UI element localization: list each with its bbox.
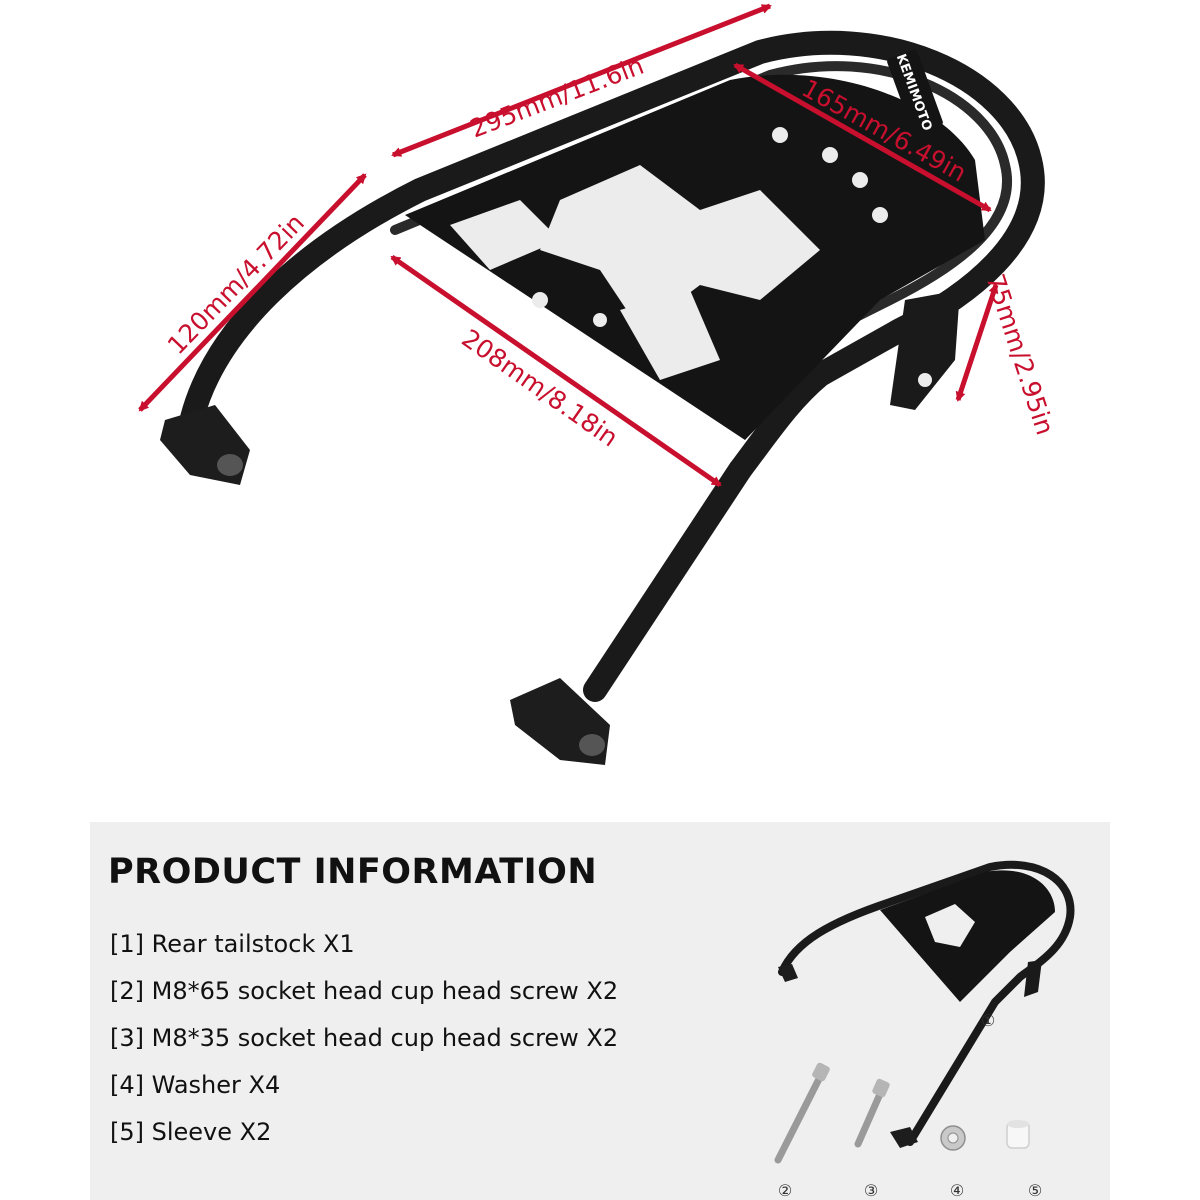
mount-bushing-right (510, 678, 610, 765)
dim-label-bracket-height: 75mm/2.95in (980, 270, 1059, 438)
part-number-3: ③ (864, 1181, 878, 1200)
package-item: [1] Rear tailstock X1 (110, 930, 355, 958)
package-item: [5] Sleeve X2 (110, 1118, 272, 1146)
part-number-5: ⑤ (1028, 1181, 1042, 1200)
package-contents-illustration: ① ② ③ ④ ⑤ (774, 860, 1075, 1200)
screw-m8-65-image (774, 1062, 830, 1164)
product-information-panel: PRODUCT INFORMATION [1] Rear tailstock X… (90, 822, 1110, 1200)
screw-m8-35-image (854, 1078, 890, 1148)
dim-line-plate-width (733, 62, 992, 213)
dim-line-overall-length (391, 3, 772, 158)
package-item: [4] Washer X4 (110, 1071, 281, 1099)
mini-rack-plate (880, 870, 1055, 1002)
washer-image (940, 1125, 966, 1151)
package-item: [3] M8*35 socket head cup head screw X2 (110, 1024, 619, 1052)
dim-line-inner-width (390, 254, 722, 488)
package-item: [2] M8*65 socket head cup head screw X2 (110, 977, 619, 1005)
dim-label-inner-width: 208mm/8.18in (456, 324, 623, 453)
product-dimension-illustration: KEMIMOTO 295mm/11.6in 165mm/6.49in 120mm… (138, 3, 1060, 765)
part-number-2: ② (778, 1181, 792, 1200)
part-number-1: ① (981, 1011, 995, 1030)
dim-line-leg-length (138, 173, 367, 412)
part-number-4: ④ (950, 1181, 964, 1200)
mount-bushing-left (160, 405, 250, 485)
mini-rack-image (778, 860, 1075, 1146)
dim-line-bracket-height (955, 283, 999, 402)
sleeve-image (1006, 1120, 1030, 1149)
product-information-title: PRODUCT INFORMATION (108, 852, 598, 892)
side-bracket (890, 290, 960, 410)
